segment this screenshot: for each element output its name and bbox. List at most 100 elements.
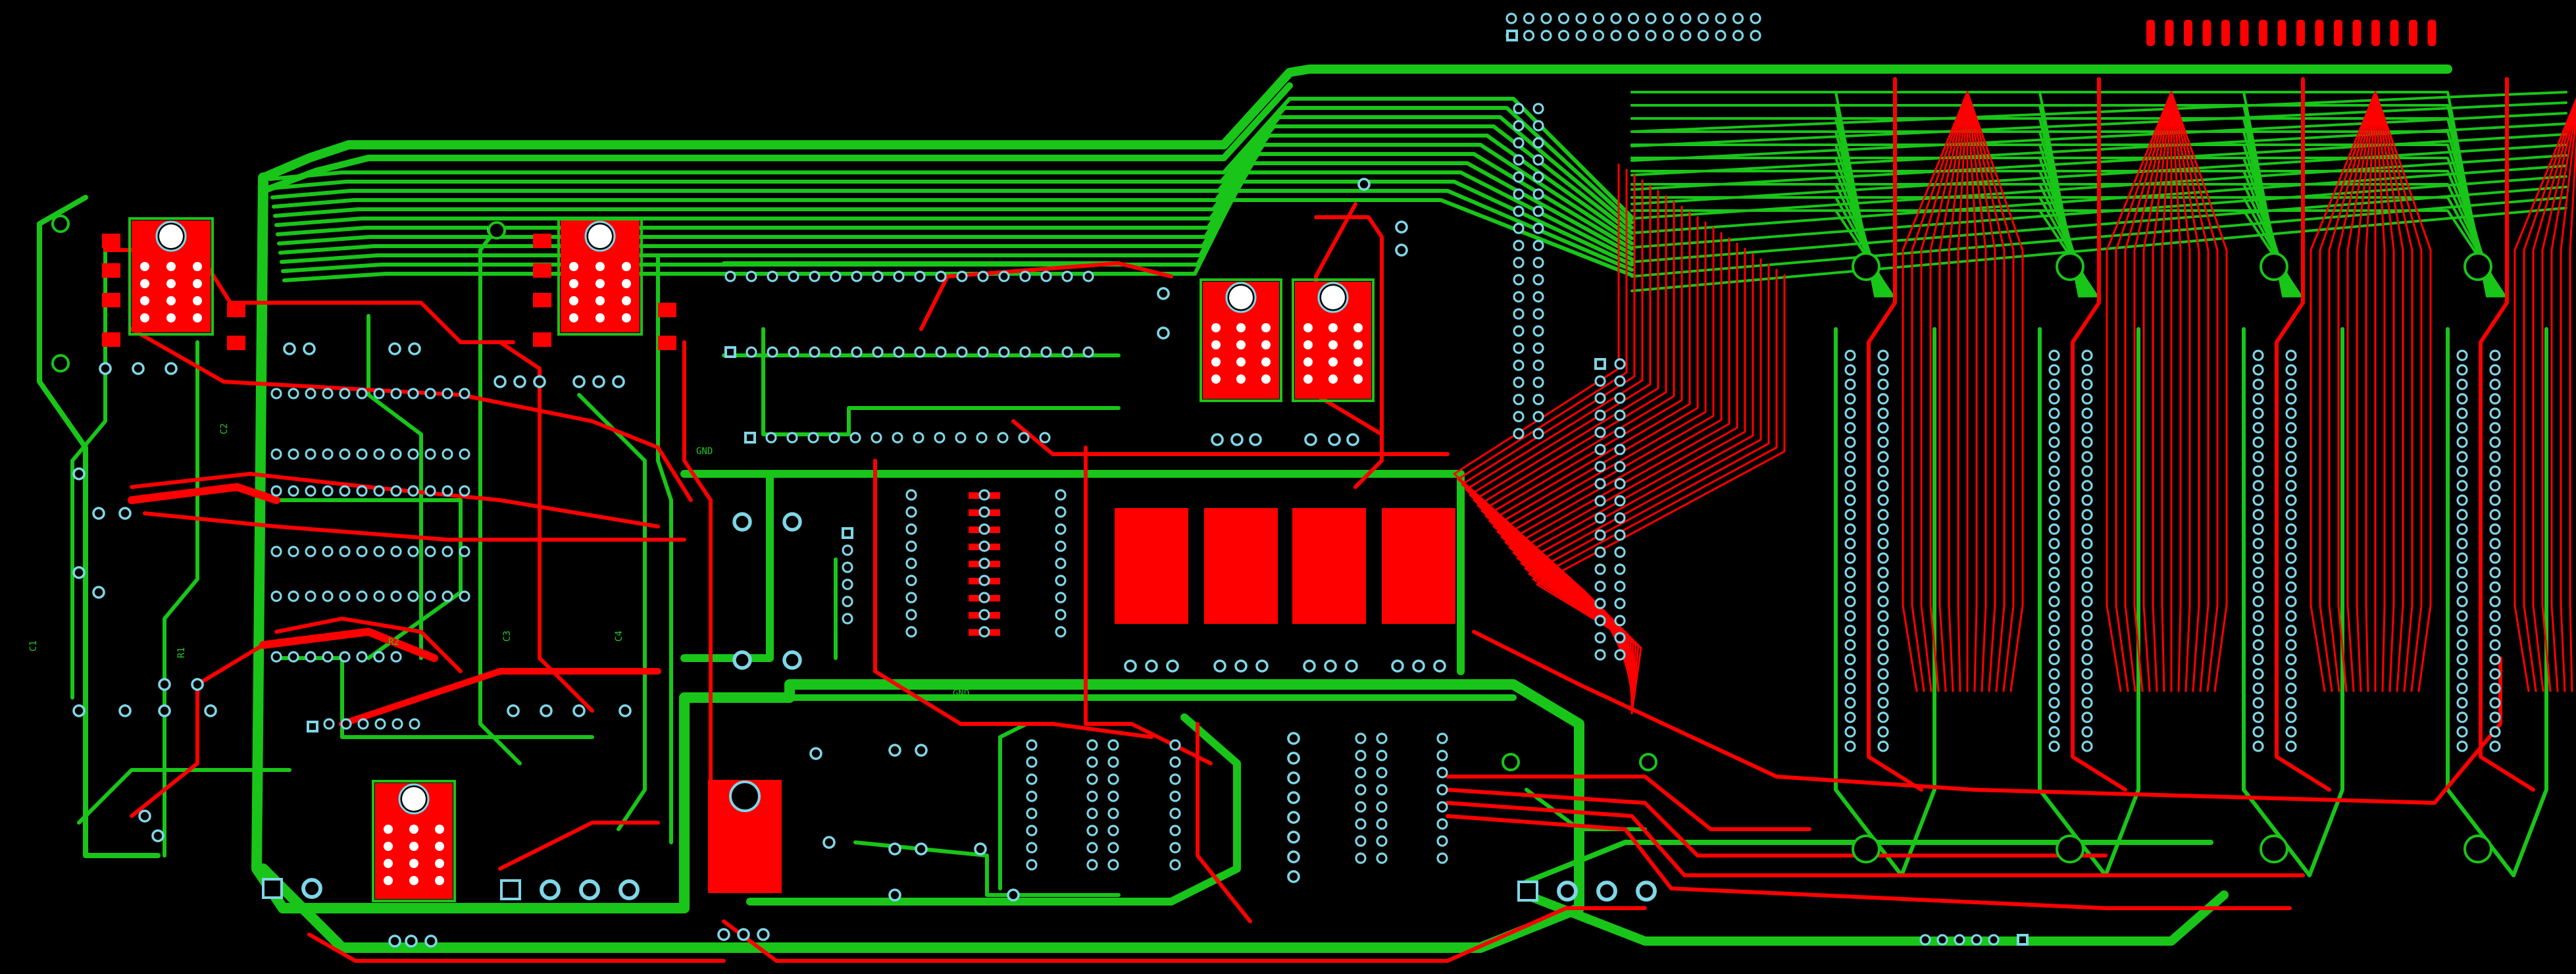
header-pin xyxy=(1513,240,1525,251)
header-pin xyxy=(2081,465,2093,477)
header-pin xyxy=(1532,171,1544,183)
relay-pin xyxy=(1255,659,1269,673)
ic-pin xyxy=(270,448,282,460)
header-pin xyxy=(1877,422,1889,434)
ic-pin xyxy=(1018,432,1030,444)
header-pin xyxy=(1844,349,1856,361)
header-pin xyxy=(2081,451,2093,463)
pin-pad xyxy=(1436,750,1448,761)
fan-trace xyxy=(2328,91,2377,692)
signal-trace xyxy=(656,255,673,844)
ic-pin xyxy=(339,651,351,663)
header-pin xyxy=(1513,376,1525,388)
ic-pin xyxy=(305,590,316,602)
signal-trace xyxy=(366,314,423,660)
ic-pin xyxy=(807,432,819,444)
fan-trace xyxy=(1528,263,1770,709)
regulator-hole xyxy=(729,781,761,812)
via-pad xyxy=(809,747,822,760)
relay-block xyxy=(1382,508,1455,624)
pin-pad xyxy=(905,592,917,603)
header-pin xyxy=(1594,392,1606,404)
fan-trace xyxy=(1536,274,1786,715)
ic-pin xyxy=(977,346,989,358)
via-pad xyxy=(822,836,836,849)
header-pin xyxy=(2048,654,2060,665)
edge-connector-pin xyxy=(2296,20,2305,46)
bus-trace xyxy=(2104,327,2140,877)
header-pin xyxy=(1532,222,1544,234)
mounting-hole xyxy=(2463,252,2492,281)
silk-label-gnd-2: GND xyxy=(953,688,969,699)
via-pad xyxy=(92,507,105,520)
via-pad xyxy=(158,678,171,691)
header-pin xyxy=(2456,393,2468,405)
header-pin xyxy=(1844,436,1856,448)
socket-outline xyxy=(557,217,643,336)
header-pin xyxy=(1877,625,1889,636)
header-pin xyxy=(2285,596,2297,607)
ic-pin xyxy=(373,651,385,663)
edge-connector-pin xyxy=(2146,20,2155,46)
signal-trace xyxy=(1446,775,1811,831)
header-pin xyxy=(1594,580,1606,592)
header-pin xyxy=(2456,682,2468,694)
socket-pin xyxy=(595,296,605,305)
header-pin xyxy=(1532,359,1544,371)
socket-pin xyxy=(409,859,418,868)
test-point xyxy=(51,215,70,233)
header-pin xyxy=(1614,512,1626,524)
silk-label-r2: R2 xyxy=(388,637,399,648)
signal-trace xyxy=(1446,788,2108,858)
header-pin xyxy=(1614,375,1626,387)
ic-pin xyxy=(459,546,470,557)
socket-outline xyxy=(128,217,214,336)
socket-pin xyxy=(193,296,202,305)
header-pin xyxy=(2081,552,2093,564)
via-pad xyxy=(493,375,507,388)
mounting-hole xyxy=(2056,834,2084,863)
pin-pad xyxy=(1107,825,1119,836)
header-pin xyxy=(1513,325,1525,337)
ic-pin xyxy=(356,388,368,399)
fan-trace xyxy=(1520,253,1754,704)
header-pin xyxy=(2456,596,2468,607)
header-pin xyxy=(2081,378,2093,390)
power-trace xyxy=(746,713,1241,906)
header-pin xyxy=(1532,274,1544,286)
header-pin xyxy=(1877,538,1889,550)
silkscreen-layer: GND GND C1 C2 C3 C4 R1 R2 xyxy=(28,423,969,699)
ic-pin xyxy=(871,432,882,444)
square-pad xyxy=(1594,358,1606,370)
header-pin xyxy=(2456,422,2468,434)
ic-pin xyxy=(955,432,967,444)
ic-pin xyxy=(459,590,470,602)
header-pin xyxy=(2252,480,2264,492)
header-pin xyxy=(2285,451,2297,463)
header-pin xyxy=(1750,13,1761,24)
pin-pad xyxy=(905,557,917,569)
socket-pin xyxy=(409,876,418,885)
pin-pad xyxy=(1107,756,1119,768)
header-pin xyxy=(2456,509,2468,521)
ic-pin xyxy=(373,485,385,497)
header-pin xyxy=(2048,567,2060,578)
ic-pin xyxy=(339,485,351,497)
via-pad xyxy=(974,842,987,856)
fan-trace xyxy=(1966,91,1996,692)
header-pin xyxy=(1532,342,1544,354)
ic-pin xyxy=(998,346,1010,358)
header-pin xyxy=(2285,625,2297,636)
header-pin xyxy=(1513,342,1525,354)
header-pin xyxy=(2048,436,2060,448)
pin-pad xyxy=(1355,818,1367,830)
header-pin xyxy=(1877,697,1889,709)
pin-pad xyxy=(978,540,990,552)
ic-pin xyxy=(442,448,453,460)
header-pin xyxy=(2489,378,2501,390)
header-pin xyxy=(2456,740,2468,752)
via-pad xyxy=(1395,220,1408,234)
ic-pin xyxy=(788,346,799,358)
via-pad xyxy=(72,704,86,717)
